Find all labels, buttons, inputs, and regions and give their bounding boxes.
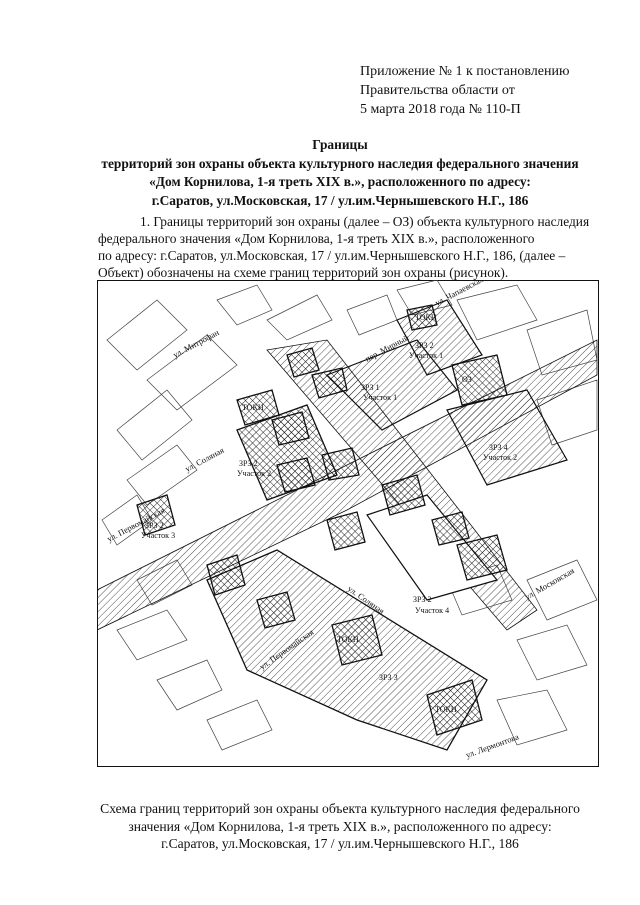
title-line: территорий зон охраны объекта культурног… — [101, 155, 579, 171]
document-title: Границы территорий зон охраны объекта ку… — [60, 136, 620, 210]
zone-map: ул. Чапаевская пер. Мирный ул. Митрофан … — [97, 280, 599, 767]
zone-label: Участок 3 — [141, 531, 175, 540]
zone-label: ОЗ — [462, 375, 472, 384]
title-line: Границы — [312, 137, 368, 152]
caption-line: г.Саратов, ул.Московская, 17 / ул.им.Чер… — [161, 836, 519, 851]
zone-label: ТОКН — [337, 635, 359, 644]
zone-label: Участок 2 — [483, 453, 517, 462]
zone-label: ТОКН — [435, 705, 457, 714]
title-line: г.Саратов, ул.Московская, 17 / ул.им.Чер… — [151, 192, 529, 208]
caption-line: Схема границ территорий зон охраны объек… — [100, 801, 580, 816]
zone-label: Участок 1 — [409, 351, 443, 360]
zone-label: ЗРЗ 2 — [145, 521, 164, 530]
appendix-line: Приложение № 1 к постановлению — [360, 64, 570, 79]
zone-label: ЗРЗ 2 — [239, 459, 258, 468]
zone-label: Участок 4 — [415, 606, 449, 615]
zone-label: Участок 2 — [237, 469, 271, 478]
zone-label: ТОКН — [242, 403, 264, 412]
zone-label: ЗРЗ 2 — [413, 595, 432, 604]
zone-label: ЗРЗ 3 — [379, 673, 398, 682]
appendix-line: Правительства области от — [360, 83, 515, 98]
zone-label: ЗРЗ 2 — [415, 341, 434, 350]
caption-line: значения «Дом Корнилова, 1-я треть XIX в… — [128, 818, 552, 834]
figure-caption: Схема границ территорий зон охраны объек… — [60, 800, 620, 853]
zone-label: Участок 1 — [363, 393, 397, 402]
body-paragraph: 1. Границы территорий зон охраны (далее … — [98, 213, 598, 281]
zone-label: ЗРЗ 4 — [489, 443, 508, 452]
title-line: «Дом Корнилова, 1-я треть XIX в.», распо… — [149, 174, 531, 189]
paragraph-line: по адресу: г.Саратов, ул.Московская, 17 … — [98, 248, 566, 263]
zone-label: ЗРЗ 1 — [361, 383, 380, 392]
tokn-objects — [136, 304, 508, 736]
zone-label: ТОКН — [415, 313, 437, 322]
paragraph-line: Объект) обозначены на схеме границ терри… — [98, 265, 509, 280]
appendix-header: Приложение № 1 к постановлению Правитель… — [360, 62, 569, 119]
paragraph-line: 1. Границы территорий зон охраны (далее … — [140, 214, 590, 229]
appendix-line: 5 марта 2018 года № 110-П — [360, 102, 521, 117]
paragraph-line: федерального значения «Дом Корнилова, 1-… — [98, 231, 535, 246]
